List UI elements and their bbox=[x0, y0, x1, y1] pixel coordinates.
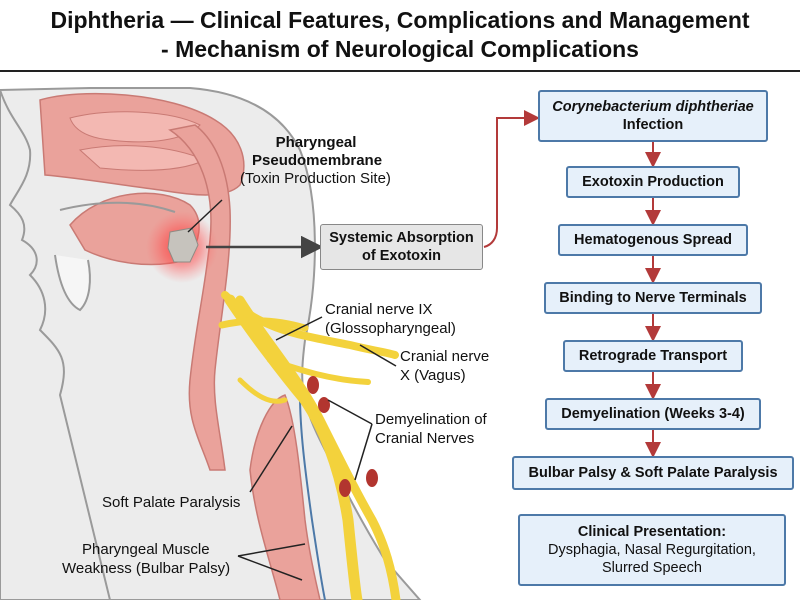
demyelination-label-2: Cranial Nerves bbox=[375, 430, 475, 447]
demyelination-spots bbox=[307, 376, 378, 497]
absorption-line-1: Systemic Absorption bbox=[329, 230, 474, 246]
flow-step-5: Demyelination (Weeks 3-4) bbox=[545, 398, 761, 430]
flow-step-infection: Corynebacterium diphtheriae Infection bbox=[538, 90, 768, 142]
flow-step-5-label: Demyelination (Weeks 3-4) bbox=[561, 406, 745, 422]
flow-step-2-label: Hematogenous Spread bbox=[574, 232, 732, 248]
flow-step-3-label: Binding to Nerve Terminals bbox=[559, 290, 747, 306]
nasal-cavity bbox=[39, 92, 245, 196]
clinical-heading: Clinical Presentation: bbox=[577, 524, 727, 540]
title-line-1: Diphtheria — Clinical Features, Complica… bbox=[50, 7, 750, 33]
flow-step-6: Bulbar Palsy & Soft Palate Paralysis bbox=[512, 456, 794, 490]
pseudomembrane-sub: (Toxin Production Site) bbox=[240, 170, 391, 187]
demyelination-label-1: Demyelination of bbox=[375, 411, 487, 428]
clinical-line-2: Slurred Speech bbox=[602, 560, 702, 576]
cranial-nerves bbox=[218, 291, 401, 600]
nerve-ix-label-2: (Glossopharyngeal) bbox=[325, 320, 456, 337]
flow-step-4: Retrograde Transport bbox=[563, 340, 743, 372]
clinical-line-1: Dysphagia, Nasal Regurgitation, bbox=[548, 542, 756, 558]
pharyngeal-label-1: Pharyngeal Muscle bbox=[82, 541, 210, 558]
soft-palate-label: Soft Palate Paralysis bbox=[102, 494, 241, 511]
leader-lines bbox=[187, 199, 397, 581]
pseudomembrane-title-1: Pharyngeal bbox=[275, 134, 357, 151]
flow-step-4-label: Retrograde Transport bbox=[578, 348, 728, 364]
absorption-to-infection-arrow bbox=[483, 110, 540, 248]
title-line-2: - Mechanism of Neurological Complication… bbox=[161, 36, 639, 62]
absorption-box: Systemic Absorption of Exotoxin bbox=[320, 224, 483, 270]
organism-name: Corynebacterium diphtheriae bbox=[552, 99, 754, 115]
infection-text: Infection bbox=[622, 117, 684, 133]
flow-step-1-label: Exotoxin Production bbox=[582, 174, 724, 190]
flow-step-3: Binding to Nerve Terminals bbox=[544, 282, 762, 314]
absorption-line-2: of Exotoxin bbox=[362, 248, 441, 264]
pharyngeal-label-2: Weakness (Bulbar Palsy) bbox=[62, 560, 231, 577]
nerve-x-label-2: X (Vagus) bbox=[400, 367, 466, 384]
flow-step-6-label: Bulbar Palsy & Soft Palate Paralysis bbox=[528, 465, 778, 481]
pseudomembrane-title-2: Pseudomembrane bbox=[252, 152, 383, 169]
flow-step-2: Hematogenous Spread bbox=[558, 224, 748, 256]
clinical-presentation-box: Clinical Presentation: Dysphagia, Nasal … bbox=[518, 514, 786, 586]
pseudomembrane-label: Pharyngeal Pseudomembrane bbox=[252, 134, 383, 170]
nerve-x-label-1: Cranial nerve bbox=[400, 348, 490, 365]
flow-step-1: Exotoxin Production bbox=[566, 166, 740, 198]
nerve-ix-label-1: Cranial nerve IX bbox=[325, 301, 433, 318]
page-title: Diphtheria — Clinical Features, Complica… bbox=[0, 0, 800, 72]
